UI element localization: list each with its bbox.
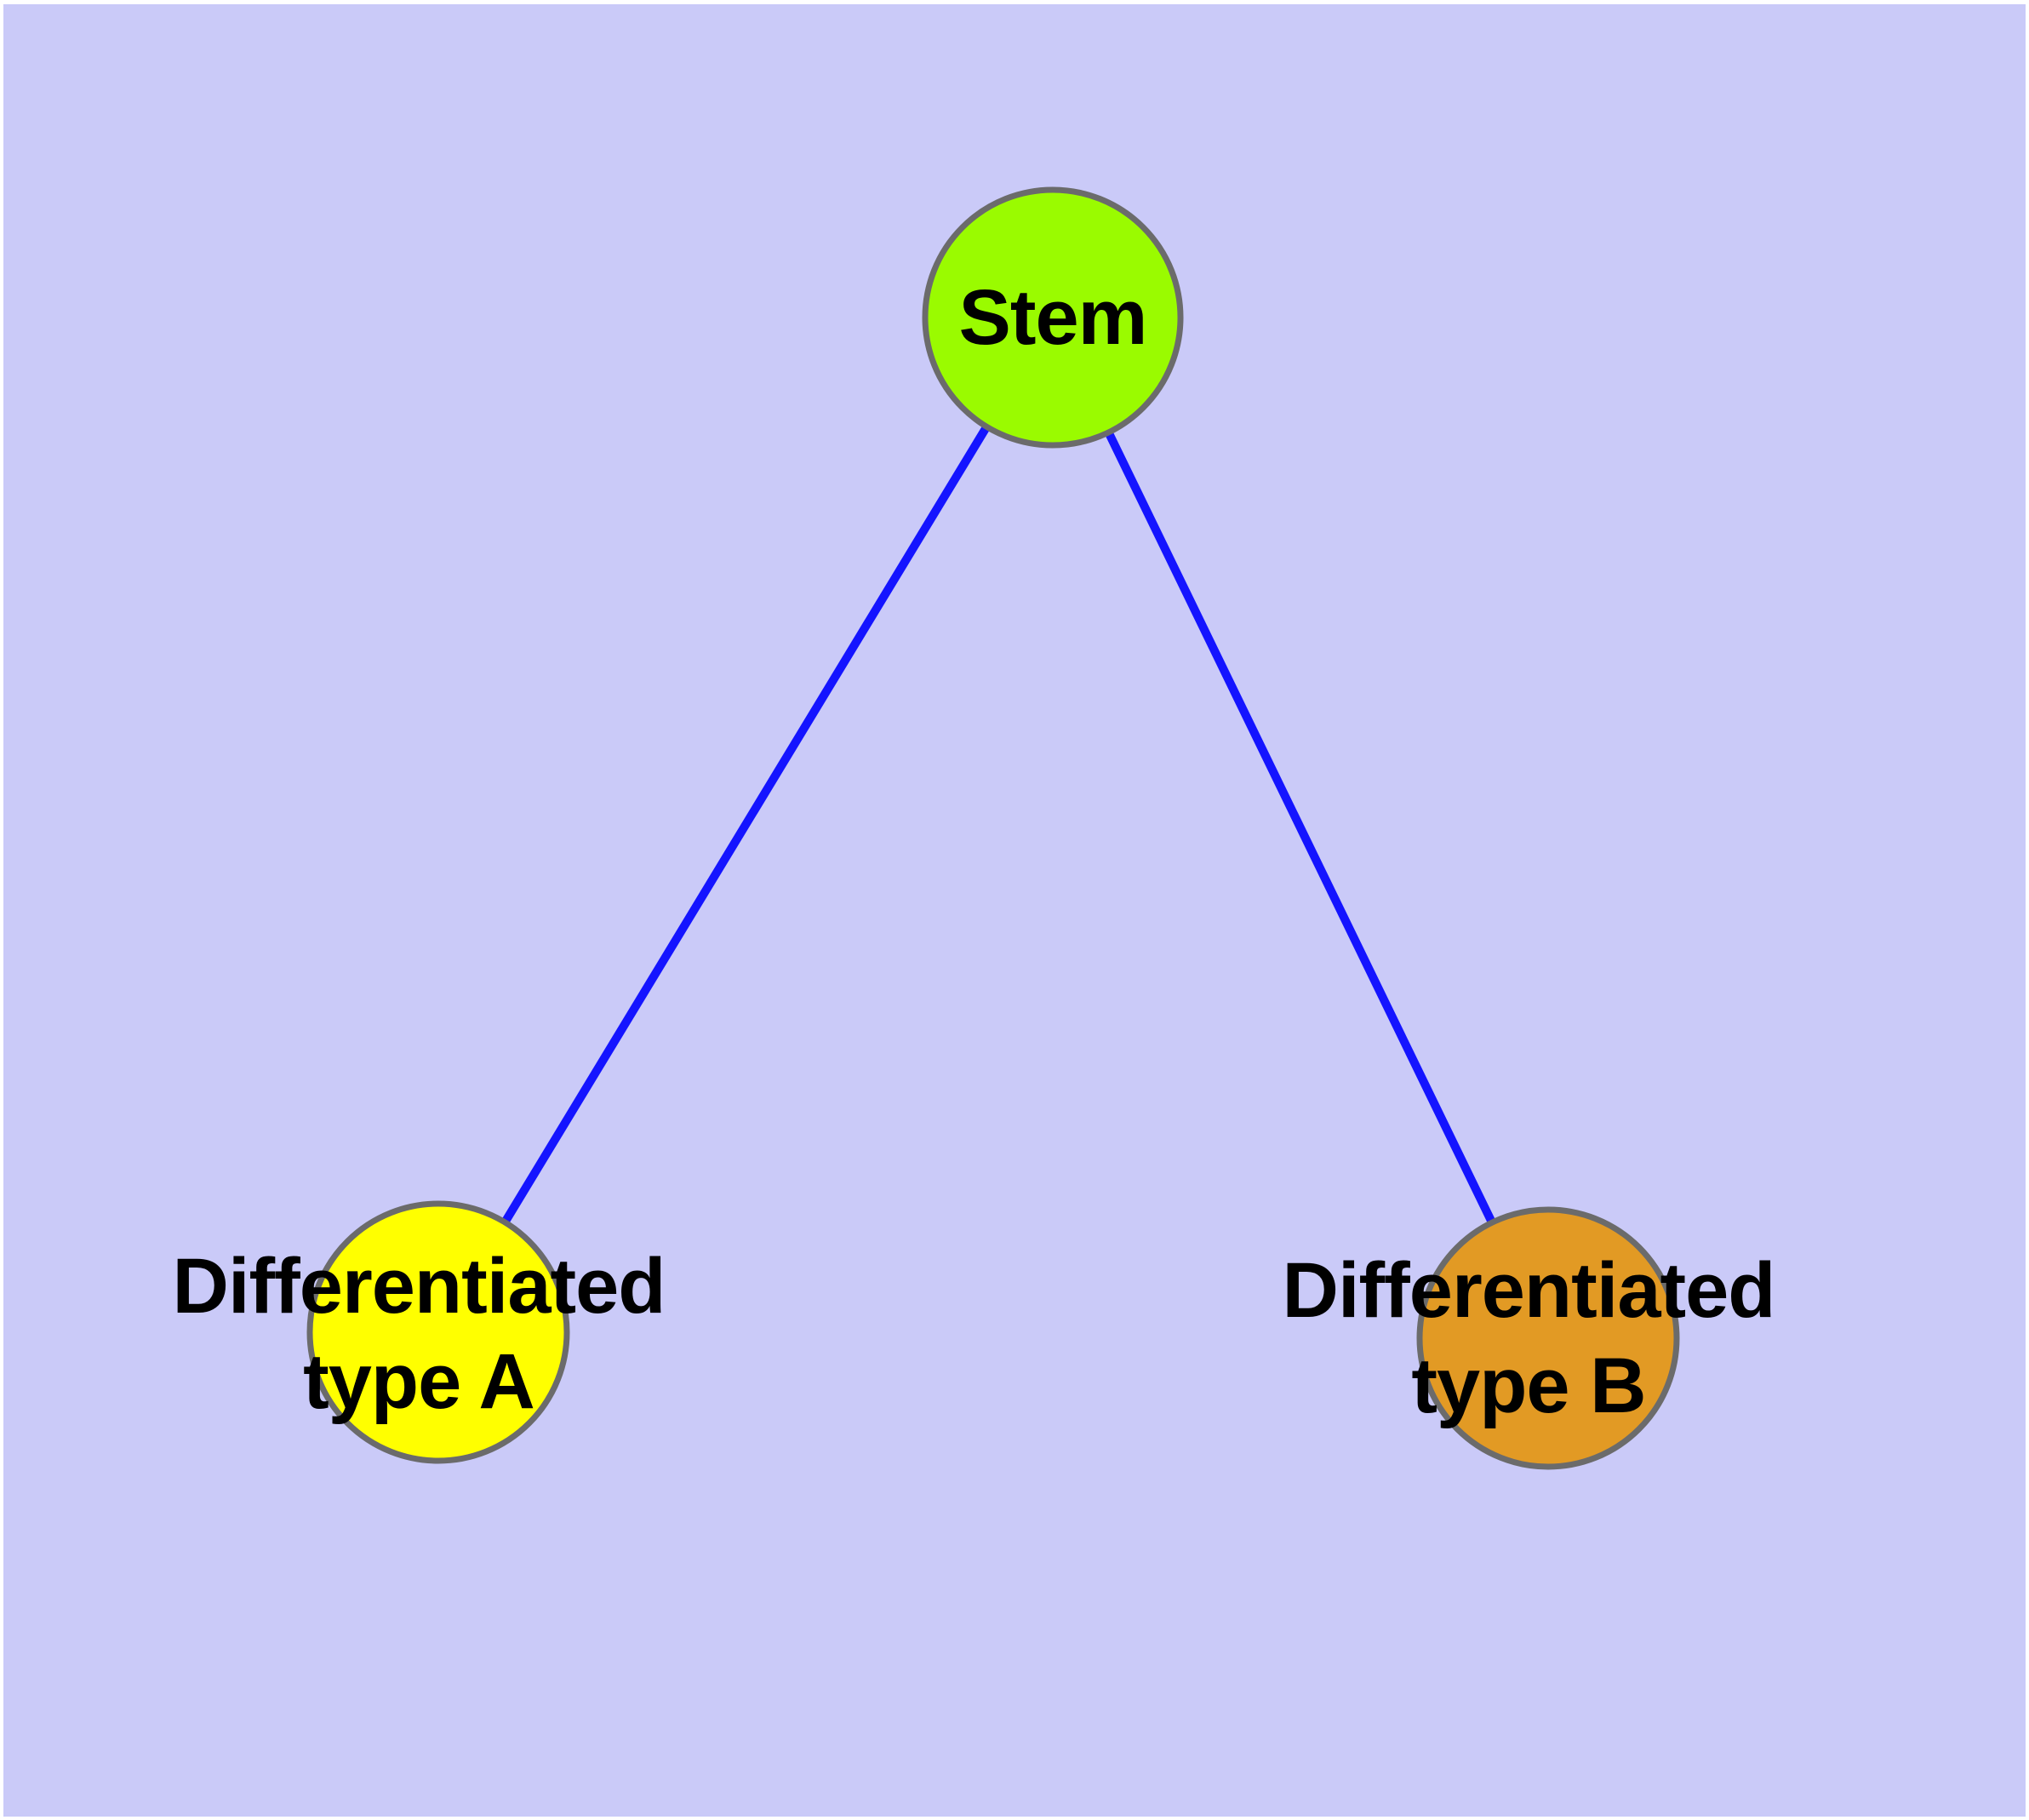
- edge-stem-to-type-b: [1049, 315, 1552, 1341]
- label-line: Differentiated: [172, 1243, 666, 1330]
- node-differentiated-type-b-border: [1416, 1206, 1680, 1470]
- node-label-stem: Stem: [958, 270, 1148, 365]
- node-stem: [925, 190, 1180, 445]
- node-stem-border: [922, 186, 1184, 449]
- node-differentiated-type-a: [310, 1204, 567, 1461]
- node-differentiated-type-a-border: [306, 1200, 570, 1464]
- label-line: type B: [1411, 1342, 1646, 1429]
- label-line: Stem: [958, 274, 1148, 361]
- node-differentiated-type-b: [1420, 1210, 1677, 1467]
- label-line: type A: [303, 1338, 535, 1425]
- label-line: Differentiated: [1282, 1247, 1776, 1334]
- node-label-differentiated-type-b: Differentiated type B: [1282, 1243, 1776, 1434]
- edge-stem-to-type-a: [434, 315, 1057, 1335]
- node-label-differentiated-type-a: Differentiated type A: [173, 1239, 666, 1429]
